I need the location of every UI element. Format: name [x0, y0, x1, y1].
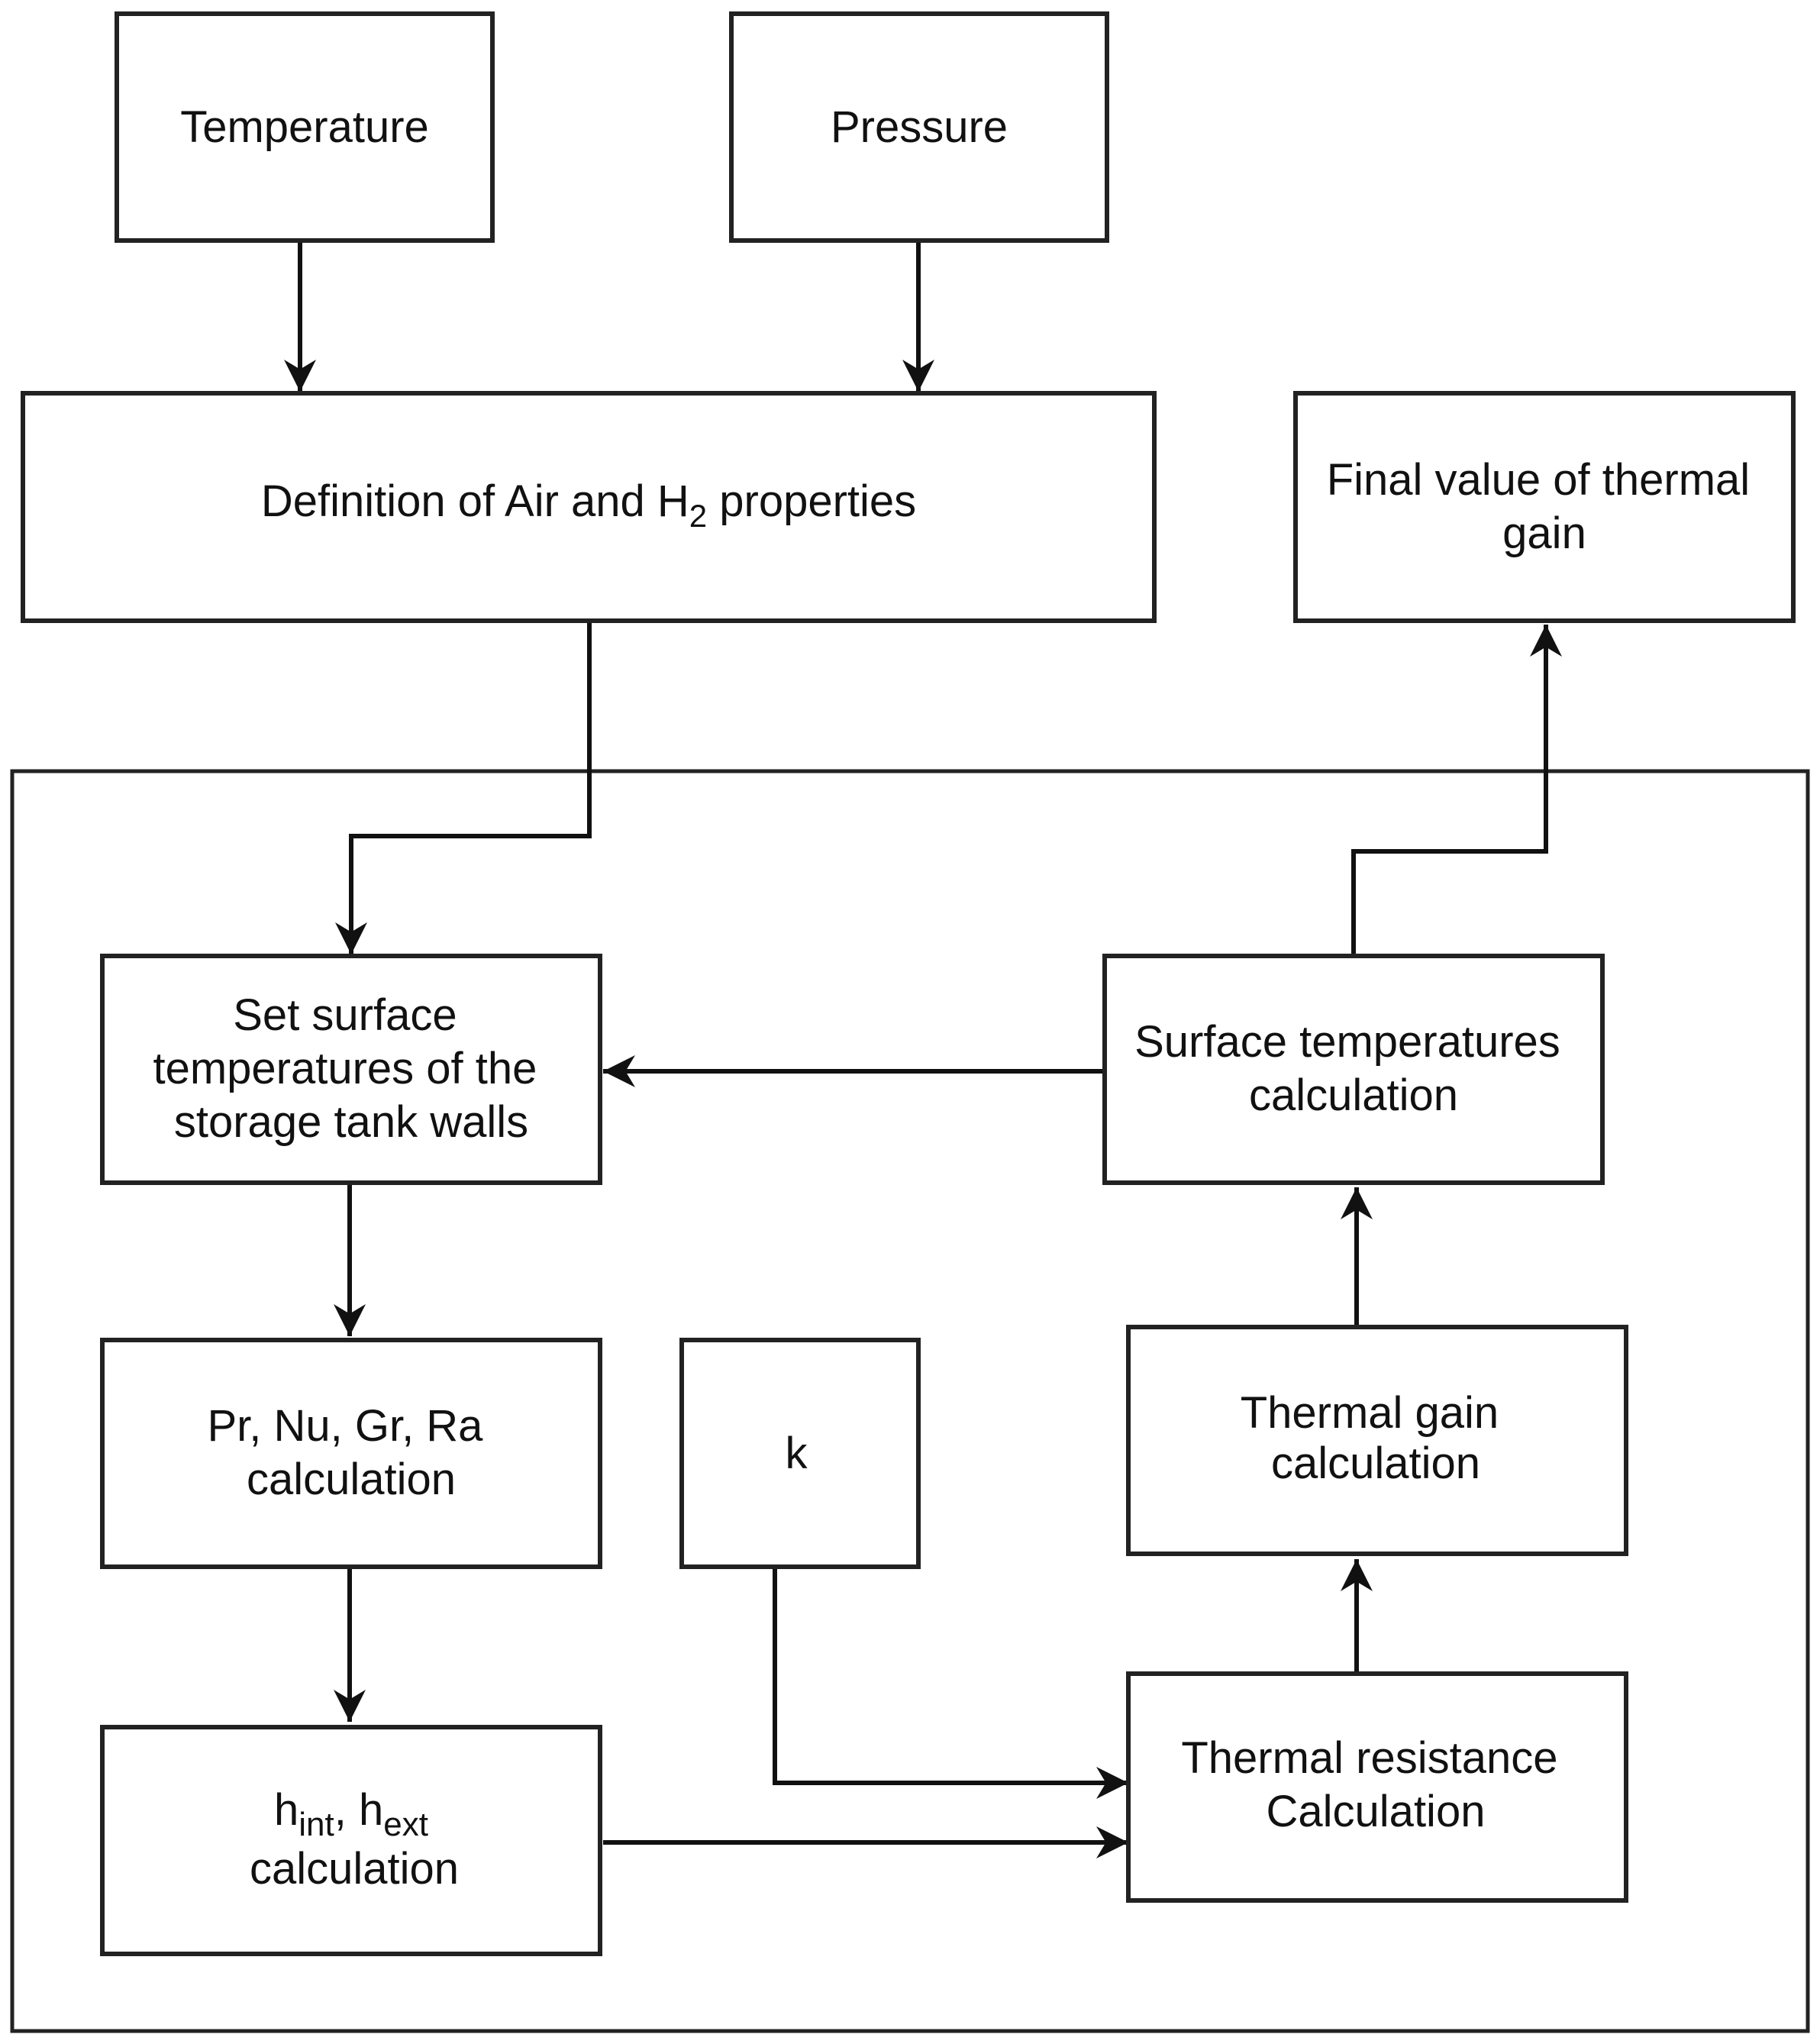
- node-final-value-label: Final value of thermal gain: [1327, 455, 1763, 558]
- node-pressure-label: Pressure: [831, 102, 1008, 152]
- node-surface-temps: Surface temperatures calculation: [1102, 954, 1605, 1185]
- node-h-coeffs-label: hint, hext: [274, 1785, 428, 1843]
- node-h-coeffs-label-line2: calculation: [250, 1844, 459, 1894]
- node-set-surface: Set surface temperatures of the storage …: [100, 954, 602, 1185]
- edge-surface-temps-to-final-value: [1351, 625, 1562, 956]
- node-k: k: [679, 1338, 921, 1569]
- node-thermal-gain: Thermal gain calculation: [1126, 1325, 1628, 1556]
- iteration-loop-frame: [10, 769, 1810, 2033]
- node-thermal-resistance-label: Thermal resistance Calculation: [1181, 1733, 1570, 1836]
- node-surface-temps-label: Surface temperatures calculation: [1134, 1017, 1573, 1120]
- node-temperature-label: Temperature: [180, 102, 429, 152]
- edge-k-to-thermal-resistance: [773, 1569, 1128, 1799]
- node-thermal-gain-label: Thermal gain calculation: [1241, 1388, 1512, 1488]
- node-final-value: Final value of thermal gain: [1293, 391, 1796, 623]
- node-dimensionless: Pr, Nu, Gr, Ra calculation: [100, 1338, 602, 1569]
- node-thermal-resistance: Thermal resistance Calculation: [1126, 1671, 1628, 1903]
- node-temperature: Temperature: [115, 11, 495, 243]
- node-set-surface-label: Set surface temperatures of the storage …: [153, 990, 549, 1147]
- edge-definition-to-set-surface: [335, 622, 592, 954]
- node-h-coeffs: hint, hext calculation: [100, 1725, 602, 1956]
- node-pressure: Pressure: [729, 11, 1109, 243]
- node-definition: Definition of Air and H2 properties: [21, 391, 1157, 623]
- node-k-label: k: [786, 1429, 808, 1478]
- node-definition-label: Definition of Air and H2 properties: [261, 476, 916, 534]
- node-dimensionless-label: Pr, Nu, Gr, Ra calculation: [207, 1401, 495, 1504]
